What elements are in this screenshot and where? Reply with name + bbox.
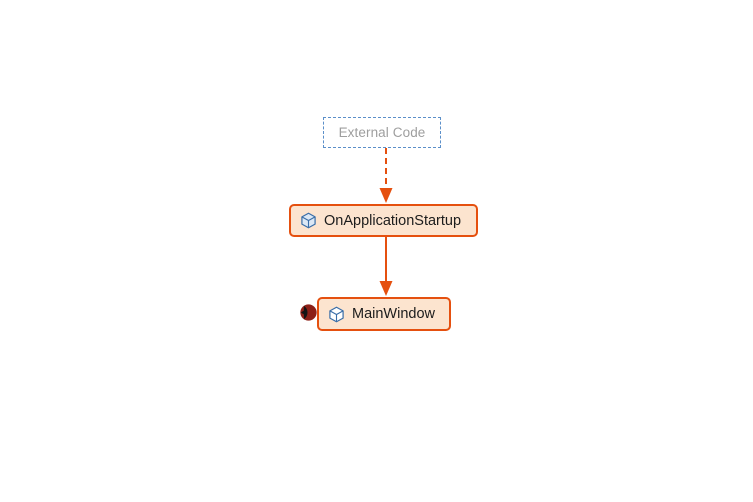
node-on-application-startup-label: OnApplicationStartup: [324, 212, 462, 229]
cube-icon: [329, 306, 344, 322]
breakpoint-current-statement-icon[interactable]: [299, 303, 318, 322]
edge-on-application-startup-to-main-window: [379, 237, 393, 296]
edge-dashed-arrowhead: [379, 188, 393, 203]
cube-icon: [301, 212, 316, 229]
node-external-code-label: External Code: [338, 125, 426, 140]
edge-solid-arrowhead: [379, 281, 393, 296]
node-main-window-label: MainWindow: [352, 306, 435, 322]
edge-external-code-to-on-application-startup: [379, 148, 393, 203]
node-main-window[interactable]: MainWindow: [317, 297, 451, 331]
node-external-code[interactable]: External Code: [323, 117, 441, 148]
node-on-application-startup[interactable]: OnApplicationStartup: [289, 204, 478, 237]
